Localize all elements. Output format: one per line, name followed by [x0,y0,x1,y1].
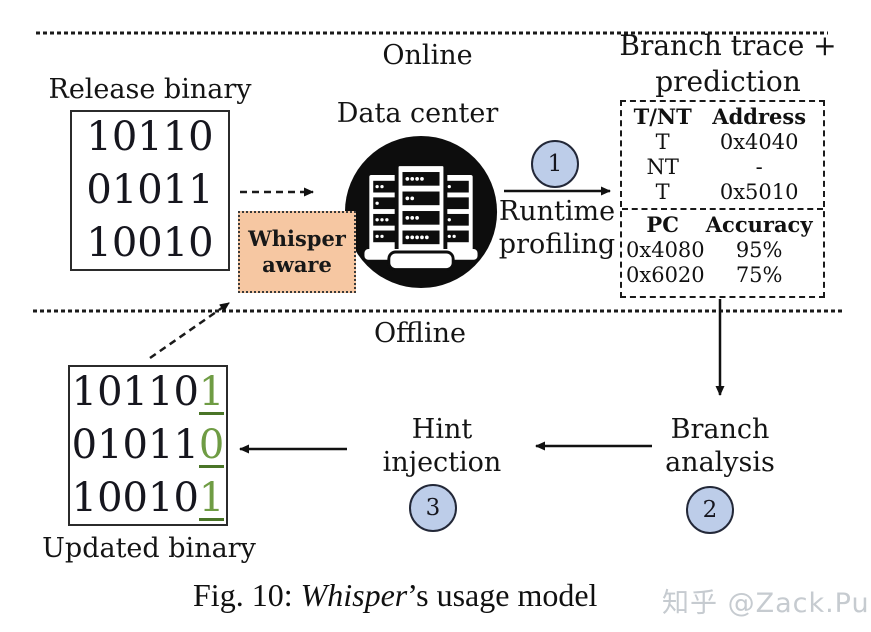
whisper-aware-line2: aware [262,252,332,277]
updated-binary-row: 010110 [71,422,225,468]
trace-table-row: T 0x4040 [655,130,799,154]
updated-binary-label: Updated binary [42,533,256,564]
release-binary-row: 10110 [86,114,214,160]
caption-italic-word: Whisper [300,577,408,613]
updated-binary-box: 101101 010110 100101 [68,365,228,526]
figure-caption: Fig. 10: Whisper’s usage model [193,577,598,613]
accuracy-table-row: 0x6020 75% [626,263,783,287]
step-2-number: 2 [702,497,718,523]
watermark-text: 知乎 @Zack.Pu [662,588,870,619]
accuracy-table-header-row: PC Accuracy [646,212,813,237]
trace-table-row: T 0x5010 [655,180,799,204]
trace-table-row: NT - [646,155,763,179]
data-center-servers-icon [344,135,498,289]
hint-bit: 1 [198,369,225,415]
hint-bit: 0 [198,422,225,468]
release-binary-box: 10110 01011 10010 [70,110,230,271]
hint-injection-label: Hint injection [382,414,502,478]
branch-trace-table: T/NT Address T 0x4040 NT - T 0x5010 PC A… [620,100,825,298]
branch-analysis-label: Branch analysis [665,414,775,478]
release-binary-row: 10010 [86,220,214,266]
accuracy-table-row: 0x4080 95% [626,238,783,262]
trace-table-section: T/NT Address T 0x4040 NT - T 0x5010 [622,102,823,210]
whisper-aware-line1: Whisper [248,226,346,251]
updated-to-whisper-arrow [149,301,230,360]
whisper-aware-box: Whisper aware [238,211,356,293]
release-binary-label: Release binary [48,74,252,105]
data-center-label: Data center [336,98,499,129]
step-2-badge: 2 [686,486,734,534]
runtime-profiling-label: Runtime profiling [498,196,616,260]
online-section-label: Online [382,40,473,71]
release-binary-row: 01011 [86,167,214,213]
hint-bit: 1 [198,475,225,521]
updated-binary-row: 100101 [71,475,225,521]
step-3-badge: 3 [409,484,457,532]
step-1-badge: 1 [531,140,579,188]
accuracy-table-section: PC Accuracy 0x4080 95% 0x6020 75% [622,210,823,291]
step-1-number: 1 [547,151,563,177]
updated-binary-row: 101101 [71,369,225,415]
trace-table-header-row: T/NT Address [633,104,807,129]
offline-section-label: Offline [374,318,466,349]
step-3-number: 3 [425,495,441,521]
